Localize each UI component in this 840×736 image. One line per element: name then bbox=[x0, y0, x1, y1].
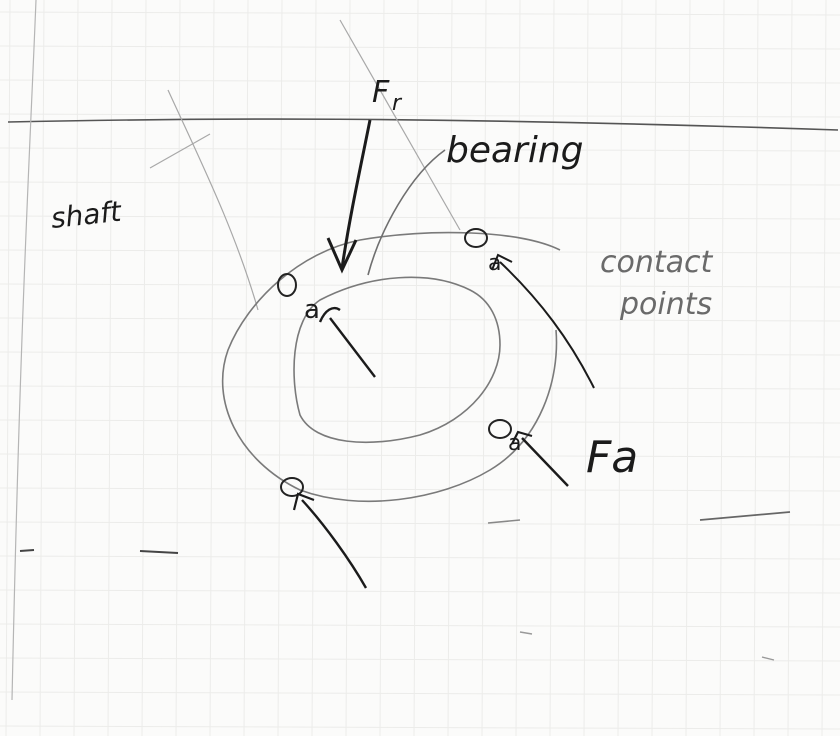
construction-line-left bbox=[167, 89, 259, 311]
bearing-label: bearing bbox=[446, 130, 584, 171]
grid-line-vertical bbox=[447, 0, 453, 736]
contact-mark-a-1: a bbox=[304, 295, 320, 325]
grid-line-horizontal bbox=[0, 487, 840, 492]
contact-point-top-right bbox=[464, 228, 488, 248]
grid-line-vertical bbox=[243, 0, 249, 736]
bottom-dash-2 bbox=[139, 550, 179, 554]
axial-force-arrow-right bbox=[521, 437, 569, 487]
grid-line-vertical bbox=[685, 0, 691, 736]
grid-line-horizontal bbox=[0, 657, 840, 662]
contact-mark-a-2: a bbox=[488, 251, 501, 276]
contact-point-top-left bbox=[277, 273, 297, 297]
grid-line-vertical bbox=[821, 0, 827, 736]
grid-line-horizontal bbox=[0, 351, 840, 356]
grid-line-horizontal bbox=[0, 249, 840, 254]
bottom-dash-4 bbox=[699, 511, 791, 521]
bottom-dash-3 bbox=[487, 519, 521, 524]
radial-force-subscript: r bbox=[392, 91, 403, 116]
radial-force-arrow-head bbox=[326, 237, 358, 274]
grid-line-horizontal bbox=[0, 45, 840, 50]
contact-mark-a-3: a bbox=[508, 431, 521, 456]
contact-point-bottom bbox=[280, 477, 304, 497]
grid-line-vertical bbox=[209, 0, 215, 736]
grid-line-vertical bbox=[141, 0, 147, 736]
grid-line-vertical bbox=[311, 0, 317, 736]
grid-line-horizontal bbox=[0, 521, 840, 526]
grid-line-vertical bbox=[753, 0, 759, 736]
grid-line-horizontal bbox=[0, 113, 840, 118]
grid-line-vertical bbox=[515, 0, 521, 736]
grid-line-vertical bbox=[617, 0, 623, 736]
construction-line-right bbox=[339, 19, 461, 231]
axial-force-arrow-center-head bbox=[318, 306, 341, 323]
axial-force-arrow-bottom-head bbox=[292, 492, 315, 511]
grid-line-vertical bbox=[413, 0, 419, 736]
bottom-dash-5 bbox=[519, 631, 533, 635]
contact-points-label-line1: contact bbox=[600, 245, 714, 280]
grid-line-horizontal bbox=[0, 181, 840, 186]
axial-force-arrow-top-right bbox=[499, 261, 595, 389]
axial-force-arrow-top-right-head bbox=[491, 253, 513, 271]
grid-line-horizontal bbox=[0, 691, 840, 696]
axial-force-arrow-center bbox=[329, 317, 376, 378]
grid-line-horizontal bbox=[0, 79, 840, 84]
axial-force-arrow-right-head bbox=[511, 430, 533, 445]
grid-line-vertical bbox=[719, 0, 725, 736]
shaft-tick-line bbox=[149, 133, 211, 169]
bearing-inner-race bbox=[293, 276, 501, 444]
grid-line-horizontal bbox=[0, 453, 840, 458]
grid-line-horizontal bbox=[0, 317, 840, 322]
grid-line-horizontal bbox=[0, 385, 840, 390]
grid-line-horizontal bbox=[0, 555, 840, 560]
bottom-dash-1 bbox=[19, 549, 35, 552]
axial-force-arrow-bottom bbox=[301, 499, 368, 589]
grid-line-vertical bbox=[345, 0, 351, 736]
page-fold-line bbox=[7, 118, 839, 131]
grid-line-vertical bbox=[73, 0, 79, 736]
contact-point-right bbox=[488, 419, 512, 439]
grid-line-vertical bbox=[175, 0, 181, 736]
grid-line-horizontal bbox=[0, 283, 840, 288]
grid-line-vertical bbox=[107, 0, 113, 736]
bearing-outer-race bbox=[221, 231, 561, 503]
grid-line-horizontal bbox=[0, 725, 840, 730]
left-margin-line bbox=[11, 0, 37, 701]
axial-force-label: Fa bbox=[586, 432, 638, 483]
grid-line-horizontal bbox=[0, 147, 840, 152]
grid-line-vertical bbox=[277, 0, 283, 736]
radial-force-label: F bbox=[372, 75, 390, 110]
grid-line-horizontal bbox=[0, 215, 840, 220]
grid-line-vertical bbox=[787, 0, 793, 736]
bottom-dash-6 bbox=[761, 656, 775, 661]
radial-force-arrow-shaft bbox=[340, 119, 372, 269]
contact-points-label-line2: points bbox=[619, 287, 712, 322]
bearing-pointer-line bbox=[367, 149, 446, 276]
shaft-label: shaft bbox=[49, 195, 123, 235]
grid-line-horizontal bbox=[0, 11, 840, 16]
grid-line-vertical bbox=[651, 0, 657, 736]
grid-line-vertical bbox=[39, 0, 45, 736]
grid-line-vertical bbox=[379, 0, 385, 736]
grid-line-vertical bbox=[481, 0, 487, 736]
grid-line-horizontal bbox=[0, 419, 840, 424]
grid-line-horizontal bbox=[0, 589, 840, 594]
grid-line-horizontal bbox=[0, 623, 840, 628]
